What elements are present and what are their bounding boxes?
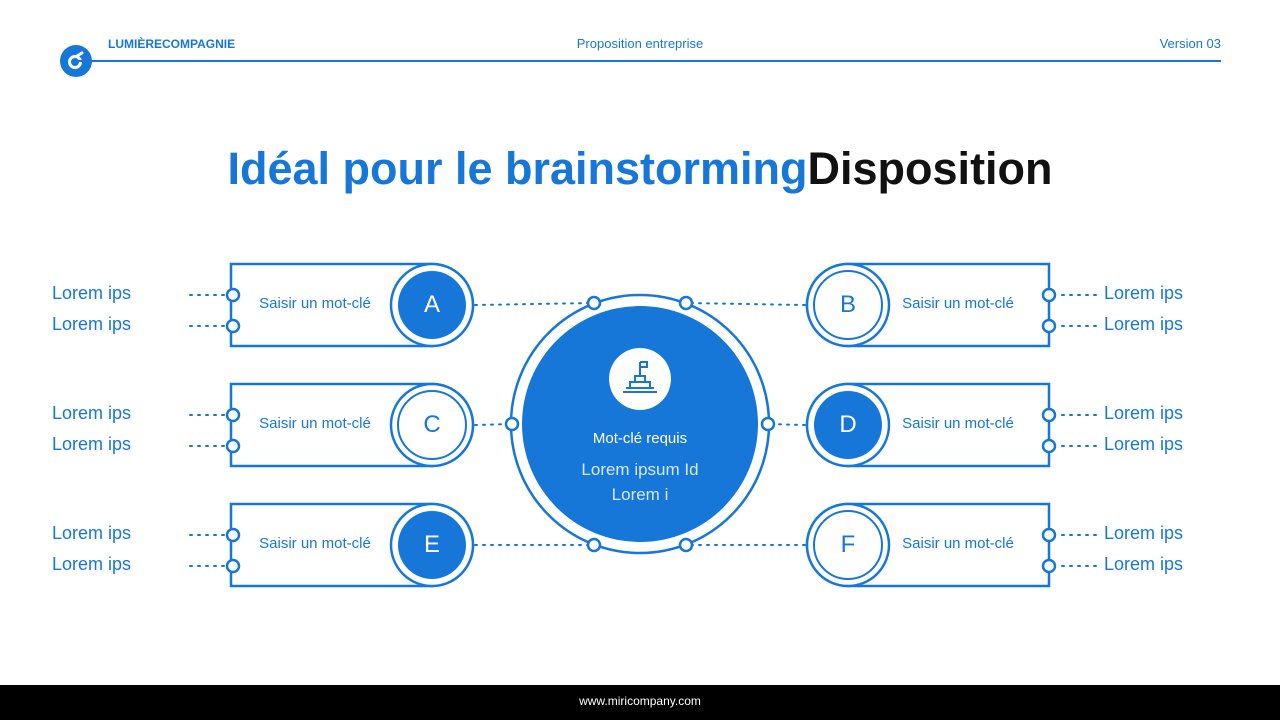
node-e-disc	[398, 511, 466, 579]
node-d-anchor-2	[1041, 438, 1057, 454]
node-e-center-anchor	[586, 537, 602, 553]
node-e-anchor-2	[225, 558, 241, 574]
node-c-letter: C	[423, 411, 441, 438]
page-title: Idéal pour le brainstormingDisposition	[0, 143, 1280, 195]
node-d-anchor-1	[1041, 407, 1057, 423]
node-b-letter: B	[839, 291, 856, 318]
header-divider	[78, 60, 1221, 62]
center-body: Lorem ipsum Id Lorem i	[560, 457, 720, 507]
node-a-label-2: Lorem ips	[52, 314, 132, 334]
node-b-center-anchor	[678, 295, 694, 311]
node-e-keyword: Saisir un mot-clé	[259, 535, 371, 552]
node-a-letter: A	[423, 291, 440, 318]
node-e-label-1: Lorem ips	[52, 523, 132, 543]
center-body-line1: Lorem ipsum Id	[581, 460, 699, 479]
node-d-center-anchor	[760, 416, 776, 432]
node-d-letter: D	[839, 411, 857, 438]
flag-pyramid-icon	[609, 348, 671, 410]
version-label: Version 03	[1159, 36, 1221, 51]
footer-url: www.miricompany.com	[579, 694, 701, 708]
node-b-connector	[685, 302, 806, 306]
center-disc	[522, 306, 758, 542]
title-dark: Disposition	[807, 143, 1053, 194]
title-accent: Idéal pour le brainstorming	[227, 143, 808, 194]
footer-bar: www.miricompany.com	[0, 685, 1280, 720]
node-a-keyword: Saisir un mot-clé	[259, 295, 371, 312]
node-e-letter: E	[423, 531, 440, 558]
node-f-label-1: Lorem ips	[1104, 523, 1184, 543]
node-c-label-2: Lorem ips	[52, 434, 132, 454]
node-a-label-1: Lorem ips	[52, 283, 132, 303]
document-title: Proposition entreprise	[576, 36, 704, 51]
node-f-center-anchor	[678, 537, 694, 553]
node-d-label-2: Lorem ips	[1104, 434, 1184, 454]
node-f-letter: F	[840, 531, 856, 558]
node-f-keyword: Saisir un mot-clé	[902, 535, 1014, 552]
node-d-disc	[814, 391, 882, 459]
node-f-anchor-2	[1041, 558, 1057, 574]
node-b-keyword: Saisir un mot-clé	[902, 295, 1014, 312]
node-c-anchor-1	[225, 407, 241, 423]
center-title: Mot-clé requis	[592, 430, 688, 447]
node-c-keyword: Saisir un mot-clé	[259, 415, 371, 432]
node-b-label-2: Lorem ips	[1104, 314, 1184, 334]
node-f-label-2: Lorem ips	[1104, 554, 1184, 574]
node-f-anchor-1	[1041, 527, 1057, 543]
node-e-label-2: Lorem ips	[52, 554, 132, 574]
node-d-connector	[767, 423, 806, 426]
node-a-center-anchor	[586, 295, 602, 311]
node-c-connector	[474, 423, 513, 426]
node-c-center-anchor	[504, 416, 520, 432]
node-c-anchor-2	[225, 438, 241, 454]
node-a-anchor-2	[225, 318, 241, 334]
node-b-disc	[813, 270, 883, 340]
node-c-label-1: Lorem ips	[52, 403, 132, 423]
node-a-disc	[398, 271, 466, 339]
brand-name: LUMIÈRECOMPAGNIE	[108, 37, 236, 51]
node-f-disc	[813, 510, 883, 580]
node-b-anchor-1	[1041, 287, 1057, 303]
node-c-disc	[397, 390, 467, 460]
node-a-connector	[474, 302, 595, 306]
node-d-keyword: Saisir un mot-clé	[902, 415, 1014, 432]
center-body-line2: Lorem i	[611, 485, 669, 504]
node-d-label-1: Lorem ips	[1104, 403, 1184, 423]
node-b-label-1: Lorem ips	[1104, 283, 1184, 303]
node-e-anchor-1	[225, 527, 241, 543]
node-b-anchor-2	[1041, 318, 1057, 334]
node-a-anchor-1	[225, 287, 241, 303]
